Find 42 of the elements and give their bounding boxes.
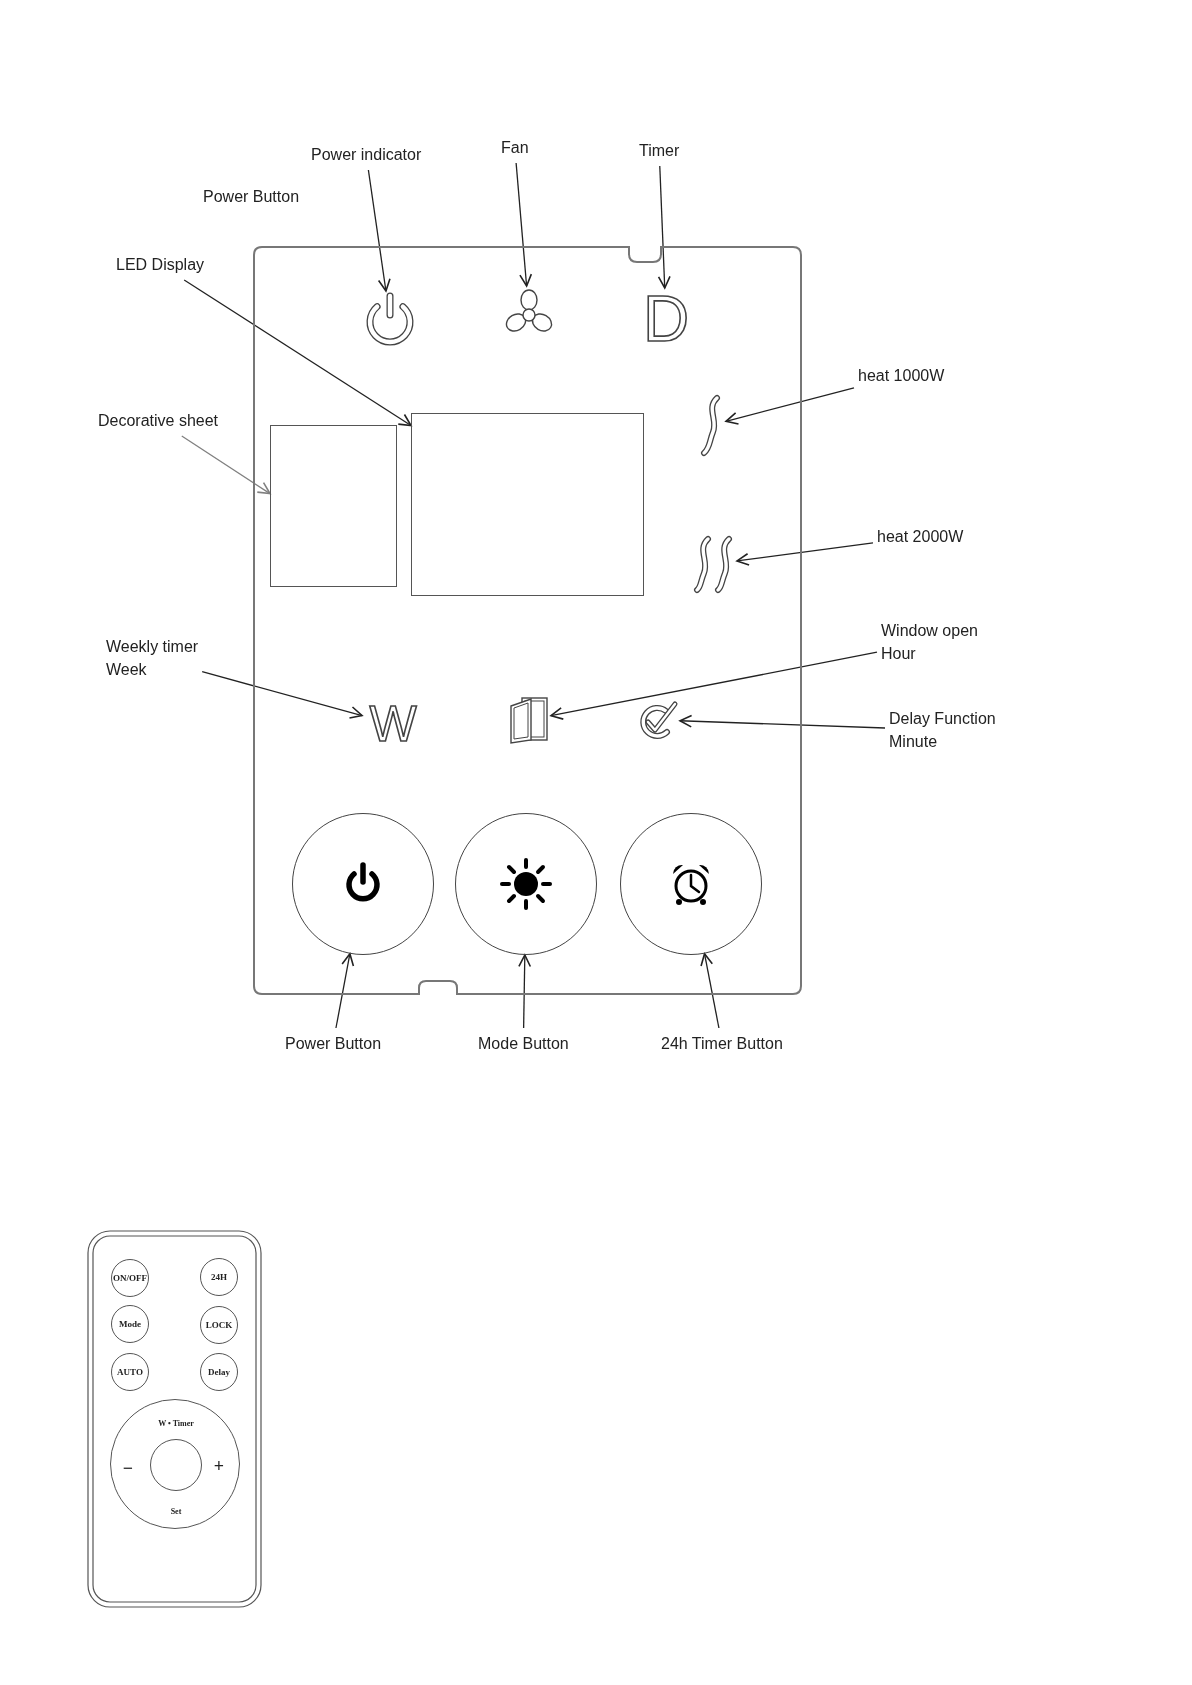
decorative-sheet [270, 425, 397, 587]
callout-label: Hour [881, 644, 917, 664]
leader-arrow [181, 435, 271, 495]
callout-label: 24h Timer Button [661, 1032, 783, 1055]
leader-arrow [700, 952, 720, 1029]
leader-arrow [335, 953, 355, 1029]
callout-label: Fan [501, 136, 529, 159]
callout-label: Minute [889, 732, 939, 752]
window-icon [507, 694, 551, 746]
callout-label: heat 1000W [858, 364, 945, 387]
callout-label: Power indicator [311, 143, 422, 166]
leader-arrow [518, 954, 532, 1029]
ring-label: Set [170, 1508, 182, 1516]
plus-sign: + [213, 1457, 225, 1475]
callout-label: Delay Function [889, 709, 996, 729]
leader-arrow [367, 169, 391, 292]
leader-arrow [657, 165, 671, 289]
power-indicator-icon [364, 291, 416, 347]
indicator-letter: D [638, 288, 694, 350]
leader-arrow [515, 162, 533, 287]
callout-label: Week [106, 660, 148, 680]
callout-label: LED Display [116, 253, 205, 276]
callout-label: heat 2000W [877, 525, 964, 548]
callout-label: Window open [881, 621, 978, 641]
led-display-window [411, 413, 644, 596]
remote-control [87, 1230, 262, 1608]
leader-arrow [201, 671, 363, 719]
callout-label: Power Button [203, 187, 300, 207]
callout-label: Timer [639, 139, 680, 162]
callout-label: Decorative sheet [98, 409, 219, 432]
callout-label: Power Button [285, 1032, 382, 1055]
minus-sign: − [122, 1459, 134, 1477]
leader-arrow [183, 279, 412, 427]
leader-arrow [736, 542, 874, 566]
callout-label: Mode Button [478, 1032, 569, 1055]
ring-label: W • Timer [158, 1420, 194, 1428]
leader-arrow [725, 387, 855, 425]
callout-label: Weekly timer [106, 637, 199, 657]
leader-arrow [550, 651, 878, 720]
leader-arrow [679, 714, 886, 729]
indicator-letter: W [362, 698, 424, 750]
control-panel [254, 247, 801, 994]
